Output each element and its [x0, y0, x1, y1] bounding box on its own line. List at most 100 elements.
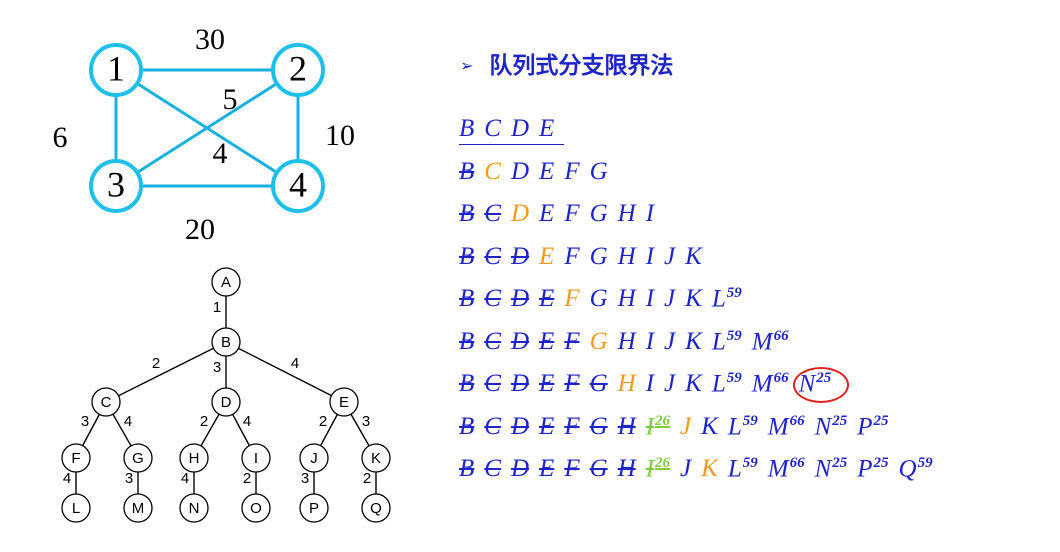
queue-node-C: C [484, 115, 501, 142]
tree-edge-B-C [105, 341, 227, 403]
queue-node-G: G [589, 285, 608, 313]
tree-node-label: F [71, 450, 80, 467]
section-heading: ➢队列式分支限界法 [460, 46, 673, 80]
queue-node-C: C [484, 285, 501, 313]
node-bound: 25 [832, 455, 848, 471]
queue-node-P: P25 [857, 412, 889, 440]
tree-node-N [179, 493, 209, 523]
queue-node-C: C [484, 412, 501, 440]
graph-edge-weight: 6 [53, 121, 68, 154]
queue-node-D: D [510, 242, 530, 270]
node-bound: 25 [873, 455, 889, 471]
queue-node-F: F [564, 242, 580, 270]
queue-node-N: N25 [814, 455, 848, 483]
queue-node-I: I26 [645, 412, 671, 440]
graph-node-1 [89, 43, 143, 97]
queue-node-I: I [645, 200, 655, 227]
queue-node-D: D [510, 157, 530, 185]
queue-node-N: N25 [792, 363, 849, 404]
queue-node-E: E [539, 242, 555, 270]
queue-node-F: F [564, 200, 580, 227]
tree-edge-weight: 2 [363, 470, 371, 487]
node-bound: 66 [789, 412, 805, 429]
tree-node-G [123, 443, 153, 473]
tree-edge-weight: 2 [152, 355, 160, 372]
queue-node-P: P25 [857, 455, 889, 483]
queue-node-C: C [484, 327, 501, 355]
queue-node-C: C [484, 370, 501, 398]
queue-node-J: J [680, 412, 692, 440]
tree-node-K [361, 443, 391, 473]
queue-node-D: D [510, 327, 530, 355]
queue-node-G: G [589, 412, 608, 440]
queue-node-N: N25 [814, 412, 848, 440]
queue-node-M: M66 [767, 412, 805, 440]
tree-node-label: P [309, 500, 319, 517]
graph-edge-weight: 5 [223, 83, 238, 116]
queue-node-K: K [701, 412, 718, 440]
tree-node-label: E [339, 394, 349, 411]
tree-node-I [241, 443, 271, 473]
tree-node-P [299, 493, 329, 523]
queue-node-D: D [510, 285, 530, 313]
tree-node-label: D [221, 394, 232, 411]
queue-node-E: E [539, 370, 555, 398]
queue-node-K: K [685, 327, 702, 355]
tree-edge-weight: 2 [319, 413, 327, 430]
queue-node-H: H [617, 455, 636, 483]
tree-edge-B-E [225, 341, 345, 403]
arrow-bullet-icon: ➢ [460, 56, 474, 75]
queue-node-H: H [617, 242, 636, 270]
queue-node-H: H [617, 327, 636, 355]
queue-node-J: J [664, 242, 676, 270]
tree-node-F [61, 443, 91, 473]
queue-node-B: B [459, 157, 475, 185]
queue-node-B: B [459, 242, 475, 270]
queue-node-G: G [589, 327, 608, 355]
graph-node-label: 1 [107, 48, 125, 88]
queue-node-E: E [539, 200, 555, 227]
queue-node-K: K [685, 242, 702, 270]
queue-node-Q: Q59 [898, 455, 933, 483]
tree-node-B [211, 327, 241, 357]
queue-node-L: L59 [711, 285, 742, 313]
graph-node-4 [271, 159, 325, 213]
queue-node-E: E [539, 285, 555, 313]
tree-node-Q [361, 493, 391, 523]
queue-node-C: C [484, 455, 501, 483]
queue-node-J: J [680, 455, 692, 483]
queue-node-M: M66 [751, 327, 789, 355]
node-bound: 59 [726, 327, 742, 344]
node-bound: 59 [917, 455, 933, 471]
node-bound: 66 [789, 455, 805, 471]
tree-node-label: H [189, 450, 200, 467]
node-bound: 59 [742, 412, 758, 429]
node-bound: 59 [726, 370, 742, 386]
tree-edge-weight: 3 [125, 470, 133, 487]
graph-node-2 [271, 43, 325, 97]
tree-edge-weight: 2 [243, 470, 251, 487]
tree-node-label: L [72, 500, 80, 517]
queue-node-H: H [617, 412, 636, 440]
queue-node-F: F [564, 370, 580, 398]
tree-edge-weight: 2 [200, 413, 208, 430]
queue-node-E: E [539, 115, 555, 142]
graph-edge-weight: 30 [195, 23, 225, 56]
tree-node-label: B [221, 334, 231, 351]
tree-edge-weight: 4 [63, 470, 71, 487]
queue-node-J: J [664, 285, 676, 313]
queue-node-C: C [484, 200, 501, 227]
queue-node-B: B [459, 370, 475, 398]
queue-node-F: F [564, 327, 580, 355]
queue-node-G: G [589, 455, 608, 483]
tree-edge-weight: 4 [291, 355, 299, 372]
tree-edge-weight: 1 [213, 299, 221, 316]
node-bound: 26 [655, 455, 671, 471]
